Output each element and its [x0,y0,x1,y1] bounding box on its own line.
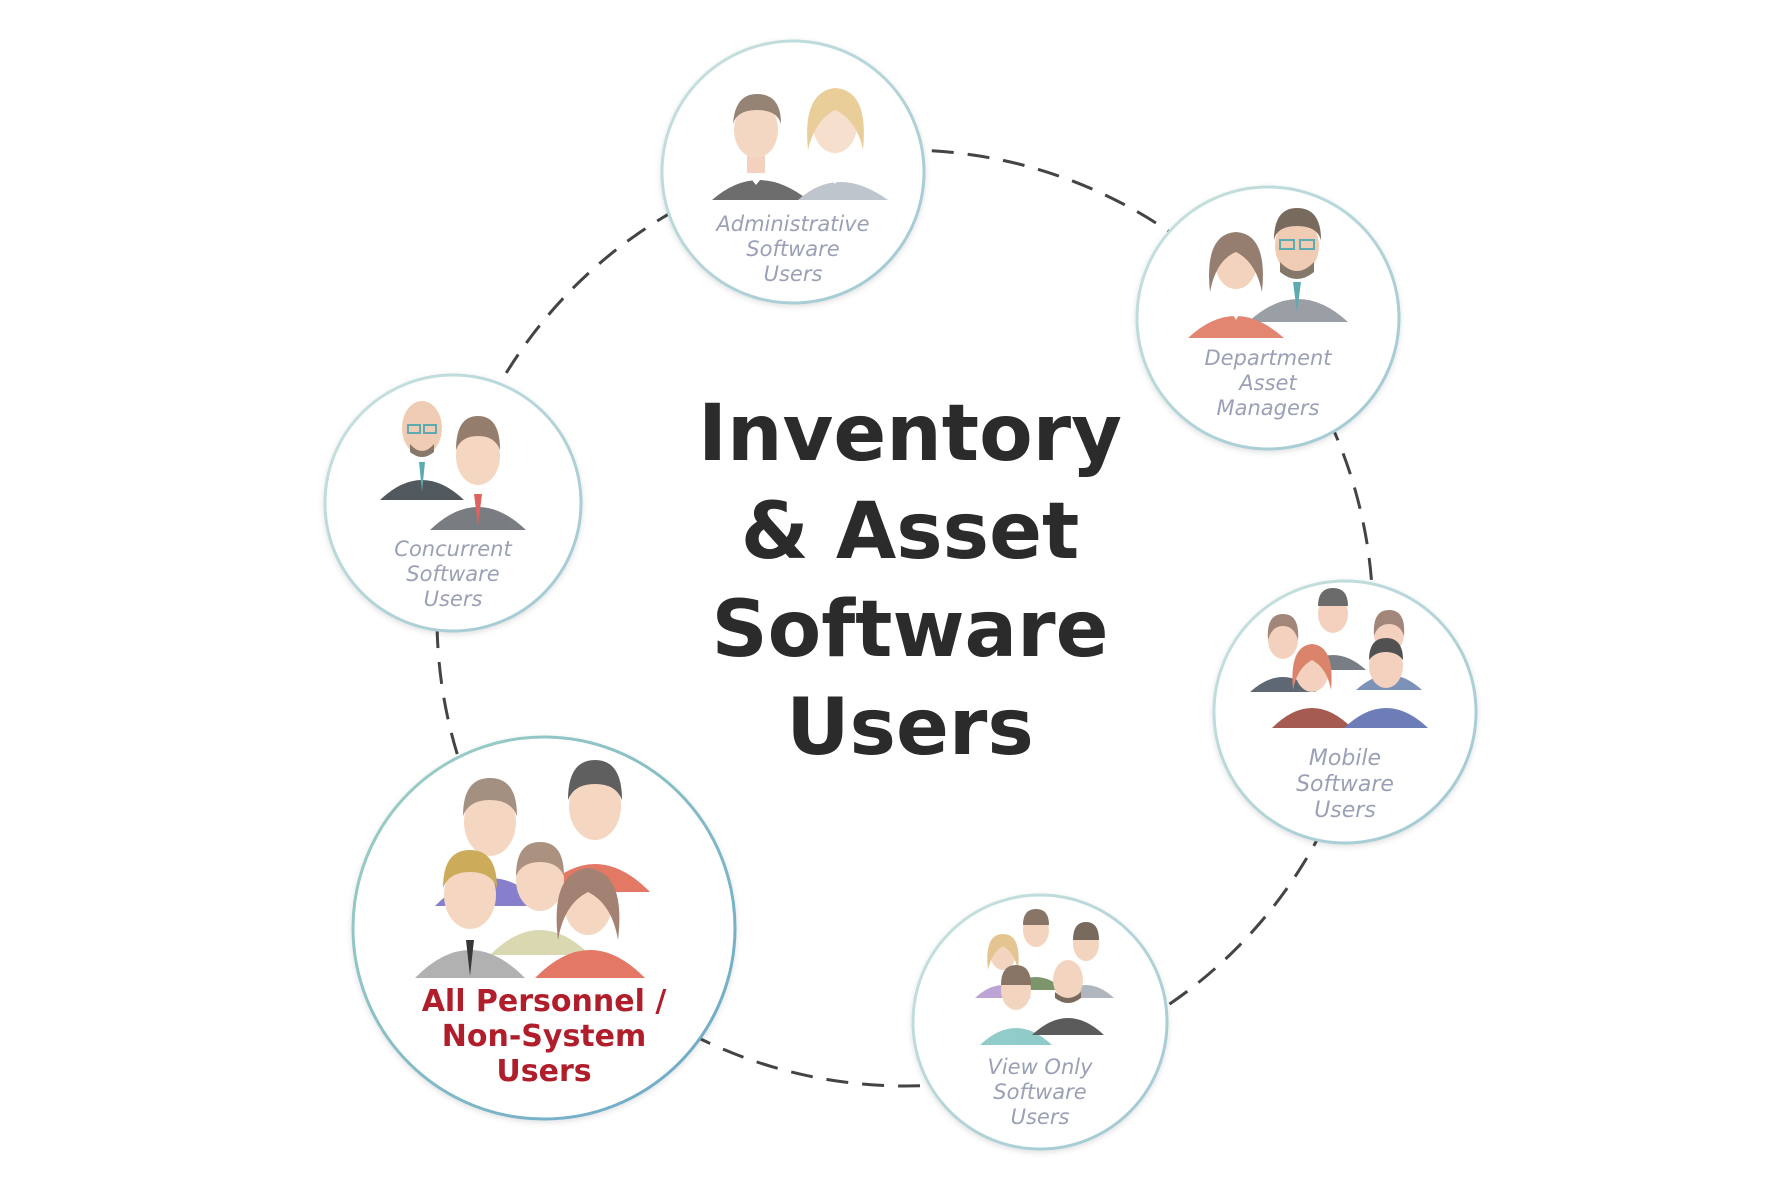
people-admin-icon [712,88,888,200]
title-line-2: & Asset [740,487,1080,577]
people-concurrent-icon [380,401,526,530]
label-concurrent: Concurrent Software Users [394,537,512,611]
label-administrative: Administrative Software Users [716,212,870,286]
title-line-1: Inventory [697,389,1122,479]
label-mobile: Mobile Software Users [1296,746,1394,823]
label-all-personnel: All Personnel / Non-System Users [421,984,667,1089]
node-department [1135,185,1401,451]
people-personnel-icon [415,760,650,978]
node-concurrent [323,373,583,633]
node-view-only [911,893,1169,1151]
people-viewonly-icon [975,909,1114,1045]
title-line-3: Software [711,585,1109,675]
people-mobile-icon [1250,588,1428,728]
label-view-only: View Only Software Users [987,1055,1093,1129]
node-administrative [660,39,926,305]
title-line-4: Users [786,683,1034,773]
node-all-personnel [351,735,737,1121]
diagram-title: Inventory & Asset Software Users [610,385,1210,777]
node-mobile [1212,579,1478,845]
people-managers-icon [1188,208,1348,338]
label-department: Department Asset Managers [1204,346,1332,420]
